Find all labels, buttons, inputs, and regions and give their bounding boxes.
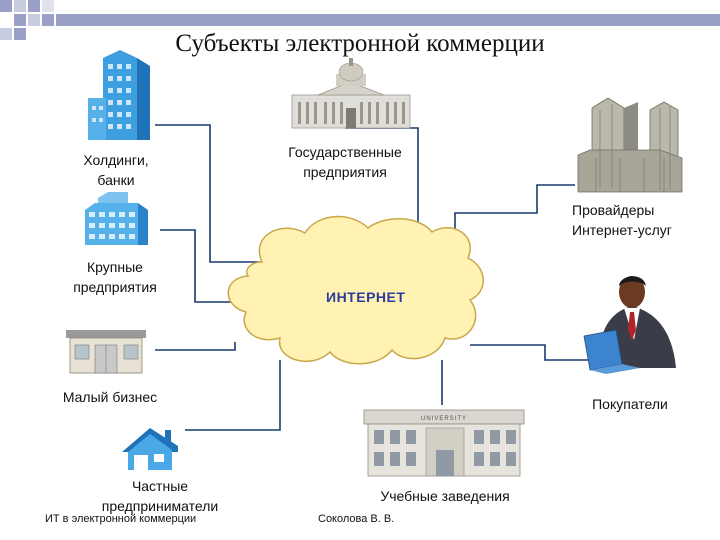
label-line: Малый бизнес [62,389,158,405]
connector-lines [155,124,590,431]
header-decoration [0,0,720,40]
label-line: предприятия [303,164,387,180]
label-private: Частные предприниматели [90,476,230,516]
label-line: Учебные заведения [380,488,510,504]
label-line: банки [97,172,135,188]
decor-square [42,0,54,12]
capitol-building-icon [291,58,411,129]
label-edu: Учебные заведения [360,486,530,506]
connector-providers [454,184,575,242]
decor-square [42,14,54,26]
businessman-laptop-icon [583,276,676,374]
label-line: предприятия [73,279,157,295]
footer-left: ИТ в электронной коммерции [45,513,197,525]
label-gov: Государственные предприятия [270,142,420,182]
decor-bar [56,14,720,26]
university-sign: UNIVERSITY [421,416,467,422]
label-buyers: Покупатели [575,394,685,414]
house-icon [122,428,178,470]
internet-cloud [227,215,484,365]
connector-large [160,229,240,303]
label-large: Крупные предприятия [55,257,175,297]
shop-icon [66,330,146,374]
decor-square [0,28,12,40]
connector-buyers [470,344,590,361]
skyscraper-icon [88,50,150,140]
decor-square [28,14,40,26]
decor-square [14,28,26,40]
label-line: Государственные [288,144,402,160]
label-holdings: Холдинги, банки [66,150,166,190]
internet-label: ИНТЕРНЕТ [326,289,406,305]
decor-square [14,14,26,26]
label-line: Холдинги, [83,152,149,168]
connector-small [155,342,236,351]
decor-square [14,0,26,12]
label-line: Провайдеры [572,202,655,218]
slide-title: Субъекты электронной коммерции [175,30,545,57]
decor-square [0,0,12,12]
footer-right: Соколова В. В. [318,513,395,525]
label-line: Крупные [87,259,143,275]
datacenter-towers-icon [577,97,683,193]
label-small: Малый бизнес [50,387,170,407]
connector-holdings [155,124,262,263]
decor-square [28,0,40,12]
connector-private [185,360,281,431]
label-line: Покупатели [592,396,668,412]
label-providers: Провайдеры Интернет-услуг [572,200,712,240]
label-line: Интернет-услуг [572,222,672,238]
label-line: предприниматели [101,498,219,514]
university-building-icon: UNIVERSITY [363,409,525,477]
label-line: Частные [131,478,189,494]
office-building-icon [85,192,148,245]
